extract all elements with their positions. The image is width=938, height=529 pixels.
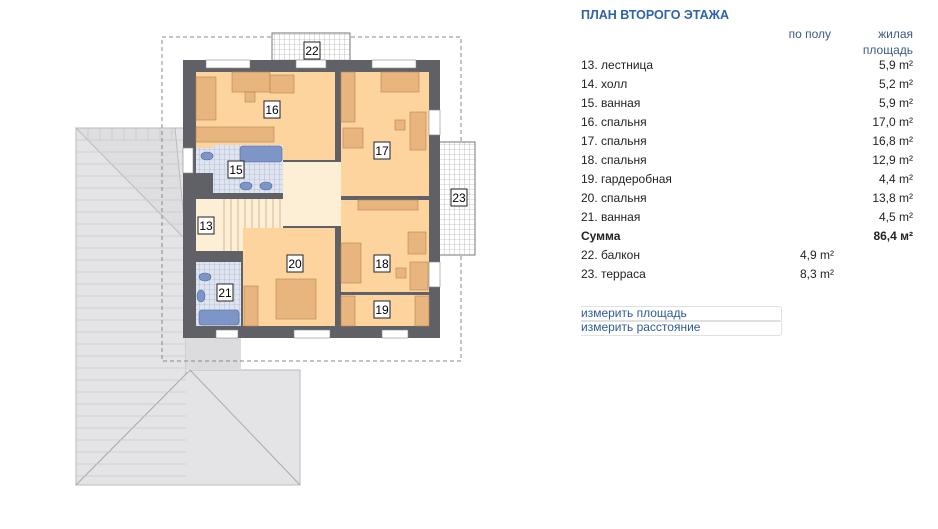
measure-area-button[interactable]: измерить площадь [581, 306, 782, 322]
room-row: 13. лестница 5,9 m² [581, 58, 913, 77]
measure-distance-button[interactable]: измерить расстояние [581, 320, 782, 336]
furniture [195, 71, 430, 327]
outdoor-row: 22. балкон 4,9 m² [581, 248, 913, 267]
outdoor-row: 23. терраса 8,3 m² [581, 267, 913, 286]
room-area: 4,5 m² [878, 210, 913, 224]
header-living-line1: жилая [878, 27, 913, 41]
room-number-label: 15 [227, 160, 245, 179]
room-number-label: 20 [286, 254, 304, 273]
room-name: 15. ванная [581, 96, 641, 110]
outdoor-name: 22. балкон [581, 248, 640, 262]
windows [182, 59, 441, 339]
room-number: 23 [452, 191, 466, 205]
room-row: 15. ванная 5,9 m² [581, 96, 913, 115]
room-row: 17. спальня 16,8 m² [581, 134, 913, 153]
room-name: 17. спальня [581, 134, 647, 148]
room-row: 18. спальня 12,9 m² [581, 153, 913, 172]
room-14-hall [283, 162, 341, 226]
room-number: 17 [375, 144, 389, 158]
room-name: 16. спальня [581, 115, 647, 129]
room-area: 5,9 m² [878, 96, 913, 110]
room-area: 17,0 m² [872, 115, 913, 129]
room-name: 19. гардеробная [581, 172, 672, 186]
room-number: 15 [229, 163, 243, 177]
room-row: 21. ванная 4,5 m² [581, 210, 913, 229]
room-area: 12,9 m² [872, 153, 913, 167]
room-number-label: 23 [450, 188, 468, 207]
room-area: 13,8 m² [872, 191, 913, 205]
room-name: 21. ванная [581, 210, 641, 224]
header-living-area: жилая площадь [833, 26, 913, 58]
outdoor-area: 8,3 m² [799, 267, 834, 281]
room-number: 13 [199, 219, 213, 233]
room-number: 19 [375, 303, 389, 317]
sum-row: Сумма 86,4 м² [581, 229, 913, 248]
room-number: 21 [218, 286, 232, 300]
room-number-label: 13 [197, 216, 215, 235]
header-floor-area: по полу [788, 27, 831, 41]
sanitary [196, 145, 283, 326]
room-area: 4,4 m² [878, 172, 913, 186]
room-number-label: 21 [216, 283, 234, 302]
room-name: 14. холл [581, 77, 628, 91]
room-row: 16. спальня 17,0 m² [581, 115, 913, 134]
room-area: 16,8 m² [872, 134, 913, 148]
room-row: 19. гардеробная 4,4 m² [581, 172, 913, 191]
roof-bottom [74, 338, 301, 486]
room-name: 13. лестница [581, 58, 654, 72]
room-number: 18 [375, 257, 389, 271]
sum-label: Сумма [581, 229, 621, 243]
room-name: 20. спальня [581, 191, 647, 205]
page-title: ПЛАН ВТОРОГО ЭТАЖА [581, 8, 729, 22]
outdoor-area: 4,9 m² [799, 248, 834, 262]
room-row: 20. спальня 13,8 m² [581, 191, 913, 210]
room-number: 16 [265, 103, 279, 117]
floor-plan: 13 15 16 17 18 19 20 21 22 23 [74, 32, 476, 486]
room-area: 5,9 m² [878, 58, 913, 72]
header-living-line2: площадь [862, 43, 913, 57]
room-number-label: 17 [373, 141, 391, 160]
room-number-label: 22 [303, 41, 321, 60]
room-number: 22 [305, 44, 319, 58]
room-number: 20 [288, 257, 302, 271]
room-number-label: 19 [373, 300, 391, 319]
room-number-label: 18 [373, 254, 391, 273]
room-name: 18. спальня [581, 153, 647, 167]
room-row: 14. холл 5,2 m² [581, 77, 913, 96]
sum-area: 86,4 м² [873, 229, 913, 243]
room-number-label: 16 [263, 100, 281, 119]
outdoor-name: 23. терраса [581, 267, 646, 281]
room-area: 5,2 m² [878, 77, 913, 91]
